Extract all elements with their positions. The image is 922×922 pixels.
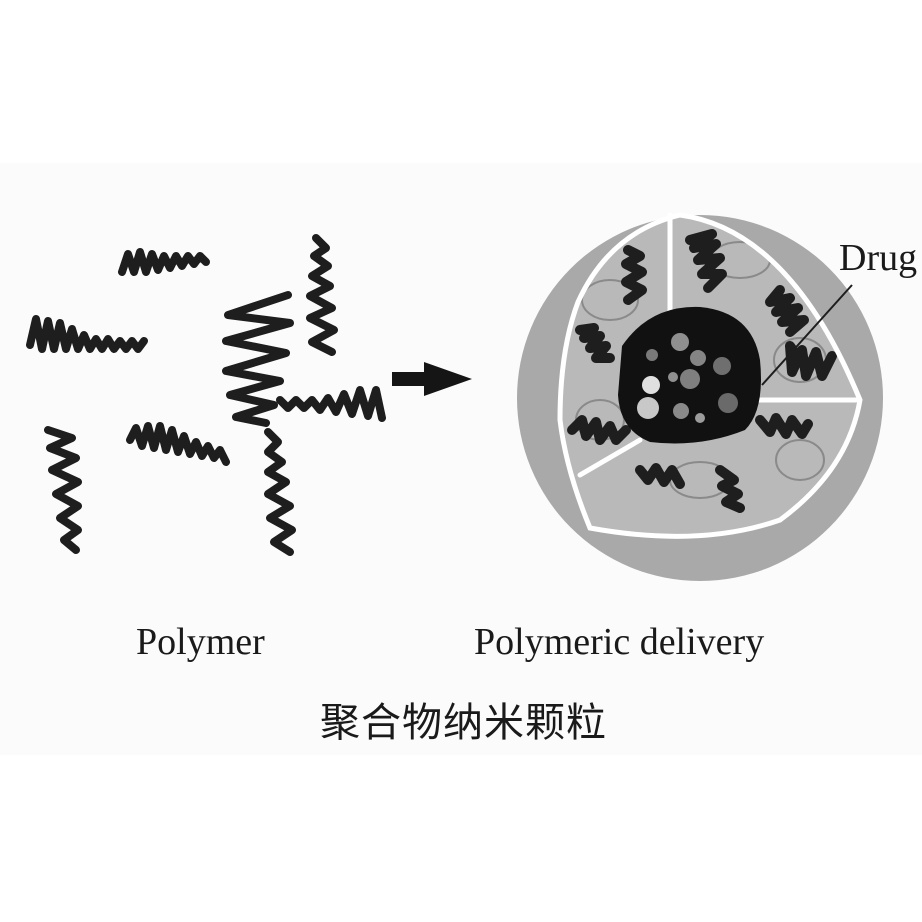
polymer-chains: [26, 234, 386, 556]
polymer-chain-icon: [44, 426, 82, 554]
polymer-chain-icon: [26, 315, 148, 353]
right-arrow-icon: [392, 362, 472, 396]
nanoparticle-sphere-icon: [517, 212, 883, 581]
polymer-label: Polymer: [136, 621, 265, 663]
drug-label: Drug: [839, 237, 918, 279]
polymer-chain-icon: [222, 291, 294, 427]
polymer-chain-icon: [118, 248, 210, 276]
polymer-chain-icon: [126, 422, 230, 466]
polymer-chain-icon: [276, 386, 386, 422]
polymer-chain-icon: [264, 428, 296, 556]
figure-caption: 聚合物纳米颗粒: [320, 700, 607, 746]
polymeric-delivery-label: Polymeric delivery: [474, 621, 765, 663]
drug-callout-line: [761, 284, 853, 386]
polymer-chain-icon: [306, 234, 338, 356]
